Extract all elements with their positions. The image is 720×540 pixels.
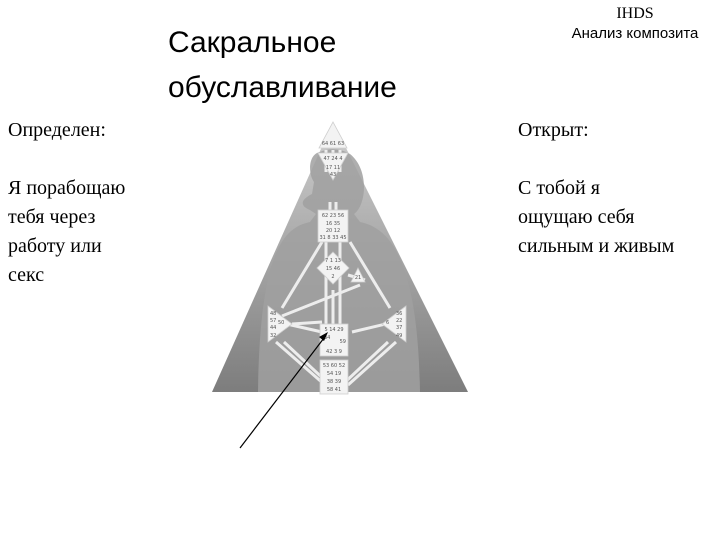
gate-label: 7 1 13 — [325, 258, 341, 264]
channels — [275, 150, 398, 387]
gate-label: 34 — [324, 335, 330, 341]
gate-label: 31 8 33 45 — [319, 235, 346, 241]
gate-label: 59 — [340, 339, 346, 345]
gate-label: 37 — [396, 325, 402, 331]
gate-label: 21 — [355, 275, 361, 281]
gate-label: 32 — [270, 333, 276, 339]
page-title: Сакральное обуславливание — [168, 20, 468, 110]
title-line-2: обуславливание — [168, 71, 397, 104]
pointer-arrow — [239, 332, 328, 449]
open-line: ощущаю себя — [518, 206, 635, 228]
defined-line: работу или — [8, 235, 102, 257]
gate-label: 43 — [330, 172, 336, 178]
gate-label: 22 — [396, 318, 402, 324]
bodygraph-diagram: 64 61 63 47 24 4 17 11 43 62 23 56 16 35… — [212, 121, 468, 449]
gate-label: 54 19 — [327, 371, 341, 377]
gate-label: 6 — [386, 320, 389, 326]
solar-plexus-center — [381, 305, 407, 343]
gate-label: 44 — [270, 325, 276, 331]
open-line: сильным и живым — [518, 235, 675, 257]
gate-label: 15 46 — [326, 266, 340, 272]
ajna-center — [317, 152, 349, 181]
heart-center — [350, 267, 366, 283]
gate-label: 20 12 — [326, 228, 340, 234]
gate-labels: 64 61 63 47 24 4 17 11 43 62 23 56 16 35… — [270, 141, 402, 393]
brand-subtitle: Анализ композита — [571, 25, 699, 42]
defined-line: тебя через — [8, 206, 96, 228]
gate-label: 62 23 56 — [322, 213, 344, 219]
open-heading: Открыт: — [518, 119, 589, 141]
defined-line: Я порабощаю — [8, 177, 126, 199]
gate-label: 58 41 — [327, 387, 341, 393]
gate-label: 49 — [396, 333, 402, 339]
title-line-1: Сакральное — [168, 26, 337, 59]
spleen-center — [267, 305, 293, 343]
defined-heading: Определен: — [8, 119, 106, 141]
root-center — [319, 359, 349, 395]
defined-line: секс — [8, 264, 45, 286]
gate-label: 2 — [331, 274, 334, 280]
gate-label: 57 — [270, 318, 276, 324]
gate-label: 17 11 — [326, 165, 340, 171]
brand-name: IHDS — [616, 5, 654, 22]
gate-label: 64 61 63 — [322, 141, 344, 147]
gate-label: 53 60 52 — [323, 363, 345, 369]
sacral-center — [319, 323, 349, 357]
gate-label: 47 24 4 — [323, 156, 342, 162]
brand-block: IHDS Анализ композита — [560, 4, 710, 44]
defined-column: Определен: Я порабощаю тебя через работу… — [8, 116, 168, 290]
open-column: Открыт: С тобой я ощущаю себя сильным и … — [518, 116, 718, 261]
g-center — [316, 251, 350, 285]
open-line: С тобой я — [518, 177, 600, 199]
throat-center — [317, 209, 349, 243]
gate-label: 50 — [278, 320, 284, 326]
gate-label: 38 39 — [327, 379, 341, 385]
head-center — [318, 121, 348, 149]
gate-label: 48 — [270, 311, 276, 317]
gate-label: 5 14 29 — [324, 327, 343, 333]
gate-label: 42 3 9 — [326, 349, 342, 355]
centers — [267, 121, 407, 395]
gate-label: 36 — [396, 311, 402, 317]
gate-label: 16 35 — [326, 221, 340, 227]
